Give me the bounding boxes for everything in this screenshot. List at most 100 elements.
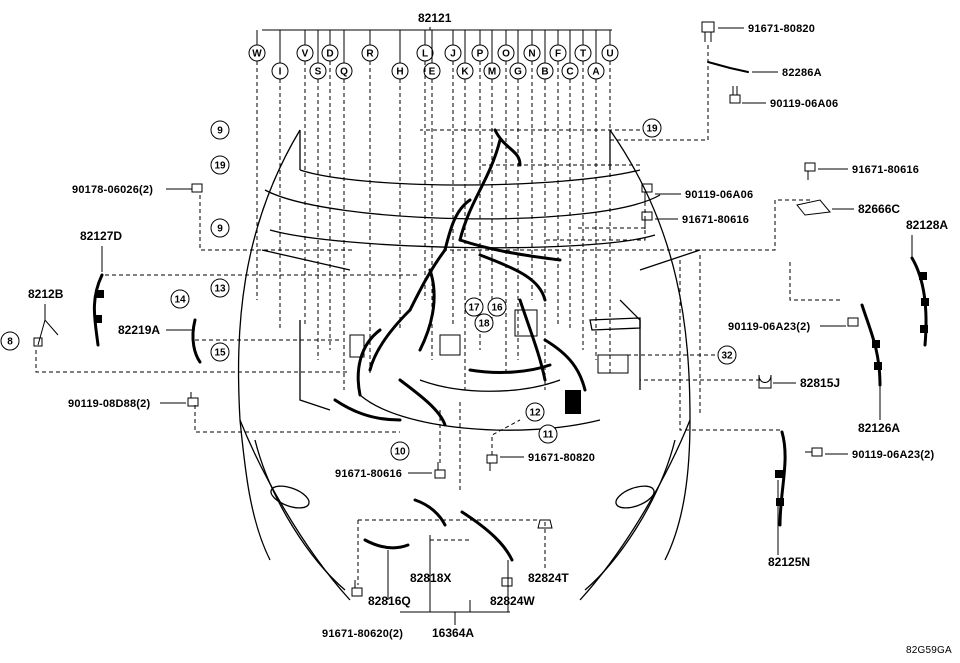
- callout-32: 32: [717, 345, 737, 365]
- callout-15: 15: [210, 342, 230, 362]
- connector-m-label: M: [488, 67, 496, 78]
- connector-d-label: D: [326, 49, 333, 60]
- engine-harness: [333, 128, 629, 427]
- part-label-90178-06026: 90178-06026(2): [72, 184, 153, 196]
- callout-16: 16: [487, 297, 507, 317]
- connector-e-label: E: [429, 67, 436, 78]
- connector-o-label: O: [502, 49, 510, 60]
- part-label-16364A: 16364A: [432, 626, 474, 640]
- connector-l: L: [416, 44, 434, 62]
- bolt-icon: [701, 21, 715, 42]
- callout-18-label: 18: [478, 319, 490, 330]
- callout-14: 14: [170, 289, 190, 309]
- main-assembly-group: 82121 W V D R L J P O N F T U I S Q H E K M G B C A: [248, 11, 619, 390]
- part-label-8212B: 8212B: [28, 287, 64, 301]
- part-label-91671-80616-bottom: 91671-80616: [335, 468, 402, 480]
- callout-8-label: 8: [7, 337, 13, 348]
- connector-t: T: [574, 44, 592, 62]
- connector-p-label: P: [477, 49, 484, 60]
- callout-19: 19: [642, 118, 662, 138]
- part-label-90119-06A06-top: 90119-06A06: [770, 98, 838, 110]
- part-label-82125N: 82125N: [768, 555, 810, 569]
- connector-b: B: [536, 62, 554, 80]
- connector-q-label: Q: [340, 67, 348, 78]
- callout-10-label: 10: [394, 447, 406, 458]
- connector-o: O: [497, 44, 515, 62]
- connector-g-label: G: [514, 67, 522, 78]
- connector-w: W: [248, 44, 266, 62]
- part-label-91671-80616-mid: 91671-80616: [682, 214, 749, 226]
- callout-17-label: 17: [468, 303, 480, 314]
- connector-u-label: U: [606, 49, 613, 60]
- connector-v: V: [296, 44, 314, 62]
- part-leaders: [35, 45, 881, 625]
- bolt-icon: [729, 86, 741, 104]
- callout-12: 12: [525, 402, 545, 422]
- part-label-82666C: 82666C: [858, 202, 900, 216]
- main-assembly-label: 82121: [418, 11, 452, 25]
- connector-e: E: [423, 62, 441, 80]
- connector-j-label: J: [450, 49, 456, 60]
- callout-13: 13: [210, 278, 230, 298]
- part-label-82816Q: 82816Q: [368, 594, 411, 608]
- callout-17: 17: [464, 297, 484, 317]
- bolt-icon: [847, 317, 859, 327]
- callout-8: 8: [0, 331, 20, 351]
- callout-19-label: 19: [214, 161, 226, 172]
- connector-d: D: [321, 44, 339, 62]
- bolt-icon: [805, 447, 823, 457]
- connector-r-label: R: [366, 49, 374, 60]
- part-label-82824W: 82824W: [490, 594, 535, 608]
- connector-w-label: W: [252, 49, 262, 60]
- bolt-icon: [641, 183, 653, 201]
- part-label-90119-06A23-a: 90119-06A23(2): [728, 321, 810, 333]
- connector-r: R: [361, 44, 379, 62]
- callout-9-label: 9: [217, 126, 223, 137]
- part-label-90119-06A23-b: 90119-06A23(2): [852, 449, 934, 461]
- connector-s: S: [309, 62, 327, 80]
- callout-19-label: 19: [646, 124, 658, 135]
- connector-l-label: L: [422, 49, 428, 60]
- part-label-82128A: 82128A: [906, 218, 948, 232]
- connector-m: M: [483, 62, 501, 80]
- connector-n: N: [523, 44, 541, 62]
- bolt-icon: [187, 392, 199, 407]
- connector-k: K: [456, 62, 474, 80]
- connector-n-label: N: [528, 49, 535, 60]
- callout-15-label: 15: [214, 348, 226, 359]
- connector-t-label: T: [580, 49, 586, 60]
- part-label-90119-06A06-mid: 90119-06A06: [685, 189, 753, 201]
- part-label-91671-80616-right: 91671-80616: [852, 164, 919, 176]
- connector-h-label: H: [396, 67, 403, 78]
- callout-19: 19: [210, 155, 230, 175]
- connector-leaders: [256, 30, 611, 390]
- connector-c: C: [561, 62, 579, 80]
- callout-13-label: 13: [214, 284, 226, 295]
- part-label-82219A: 82219A: [118, 323, 160, 337]
- connector-a: A: [587, 62, 605, 80]
- connector-c-label: C: [566, 67, 573, 78]
- bolt-icon: [501, 577, 513, 587]
- part-label-82824T: 82824T: [528, 571, 569, 585]
- vehicle-outline: [237, 129, 701, 601]
- diagram-code: 82G59GA: [906, 645, 952, 656]
- connector-i-label: I: [279, 67, 282, 78]
- part-label-91671-80820-bottom: 91671-80820: [528, 452, 595, 464]
- bolt-icon: [191, 183, 203, 193]
- connector-j: J: [444, 44, 462, 62]
- connector-k-label: K: [461, 67, 469, 78]
- part-label-82127D: 82127D: [80, 229, 122, 243]
- callout-11: 11: [538, 424, 558, 444]
- bolt-icon: [804, 162, 816, 180]
- bolt-icon: [434, 462, 446, 479]
- bolt-icon: [486, 454, 498, 471]
- connector-i: I: [271, 62, 289, 80]
- part-label-82286A: 82286A: [782, 67, 822, 79]
- connector-f-label: F: [555, 49, 561, 60]
- connector-s-label: S: [315, 67, 322, 78]
- connector-f: F: [549, 44, 567, 62]
- connector-u: U: [601, 44, 619, 62]
